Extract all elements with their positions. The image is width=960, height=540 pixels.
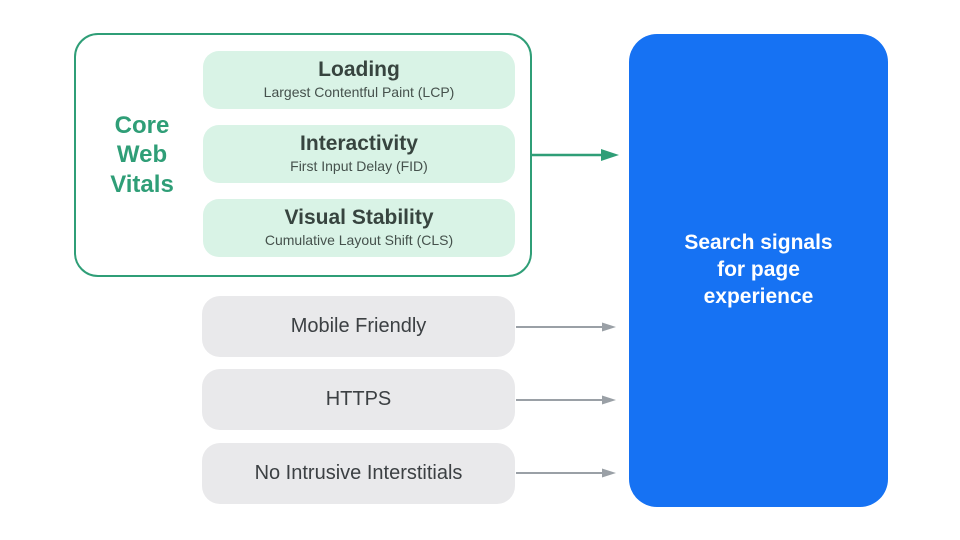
interactivity-pill: Interactivity First Input Delay (FID): [203, 125, 515, 183]
loading-pill: Loading Largest Contentful Paint (LCP): [203, 51, 515, 109]
mobile-friendly-pill: Mobile Friendly: [202, 296, 515, 357]
gray-arrow-icon: [516, 395, 616, 405]
interactivity-subtitle: First Input Delay (FID): [290, 158, 428, 175]
search-signals-box: Search signals for page experience: [629, 34, 888, 507]
loading-subtitle: Largest Contentful Paint (LCP): [263, 84, 455, 101]
core-web-vitals-label: Core Web Vitals: [110, 112, 174, 198]
loading-title: Loading: [318, 58, 400, 82]
green-arrow-icon: [531, 149, 619, 161]
no-intrusive-interstitials-label: No Intrusive Interstitials: [254, 462, 463, 484]
visual-stability-subtitle: Cumulative Layout Shift (CLS): [264, 232, 454, 249]
gray-arrow-icon: [516, 322, 616, 332]
mobile-friendly-label: Mobile Friendly: [290, 315, 427, 337]
visual-stability-title: Visual Stability: [284, 206, 434, 230]
interactivity-title: Interactivity: [300, 132, 418, 156]
search-signals-label: Search signals for page experience: [684, 231, 833, 308]
gray-arrow-icon: [516, 468, 616, 478]
https-label: HTTPS: [325, 388, 392, 410]
https-pill: HTTPS: [202, 369, 515, 430]
no-intrusive-interstitials-pill: No Intrusive Interstitials: [202, 443, 515, 504]
visual-stability-pill: Visual Stability Cumulative Layout Shift…: [203, 199, 515, 257]
core-web-vitals-group: Core Web Vitals Loading Largest Contentf…: [74, 33, 532, 277]
